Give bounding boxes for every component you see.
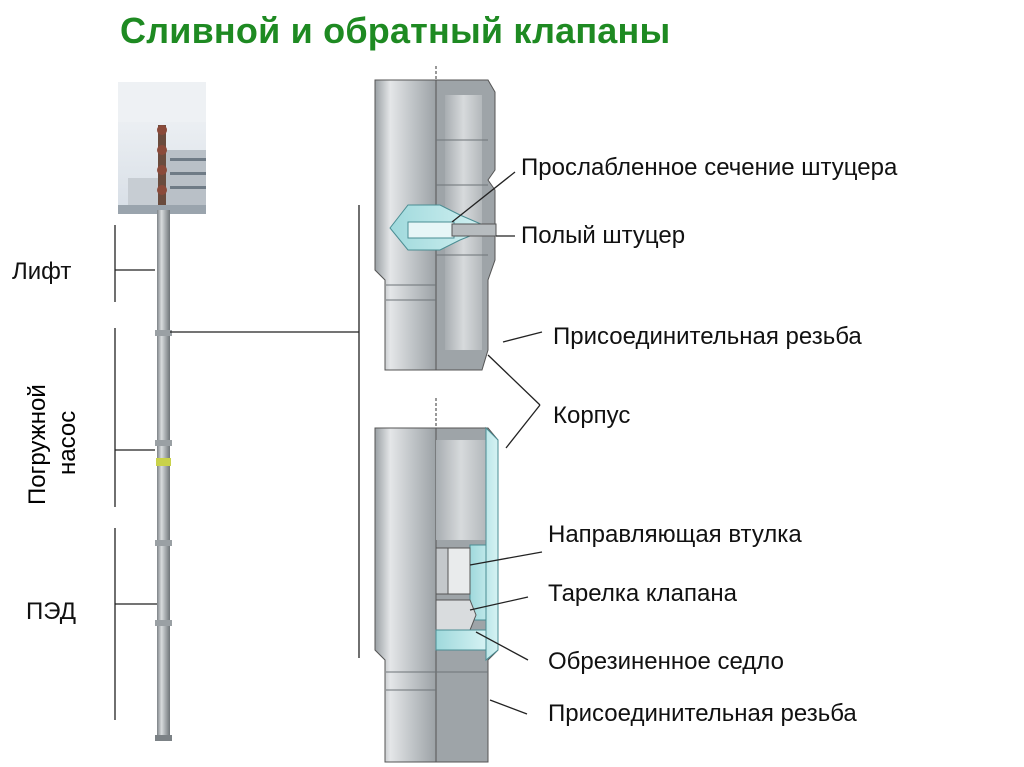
left-brackets (114, 205, 360, 720)
motor-label: ПЭД (26, 598, 76, 625)
lift-label: Лифт (12, 258, 72, 285)
pump-label-line1: Погружной (24, 384, 51, 505)
callout-thread-bottom: Присоединительная резьба (548, 700, 857, 727)
callout-guide-sleeve: Направляющая втулка (548, 521, 802, 548)
well-photo (118, 82, 206, 215)
check-valve (374, 398, 499, 763)
tubing-string (155, 210, 172, 741)
callout-thread-top: Присоединительная резьба (553, 323, 862, 350)
callout-hollow-fitting: Полый штуцер (521, 222, 686, 249)
callout-lines (451, 171, 543, 715)
callout-rubber-seat: Обрезиненное седло (548, 648, 784, 675)
callout-weakened-section: Прослабленное сечение штуцера (521, 154, 898, 181)
drain-valve (374, 66, 497, 371)
pump-label-line2: насос (54, 410, 81, 475)
pump-label: Погружной насос (14, 355, 84, 505)
callout-valve-disc: Тарелка клапана (548, 580, 737, 607)
callout-body: Корпус (553, 402, 631, 429)
page-title: Сливной и обратный клапаны (120, 10, 671, 51)
